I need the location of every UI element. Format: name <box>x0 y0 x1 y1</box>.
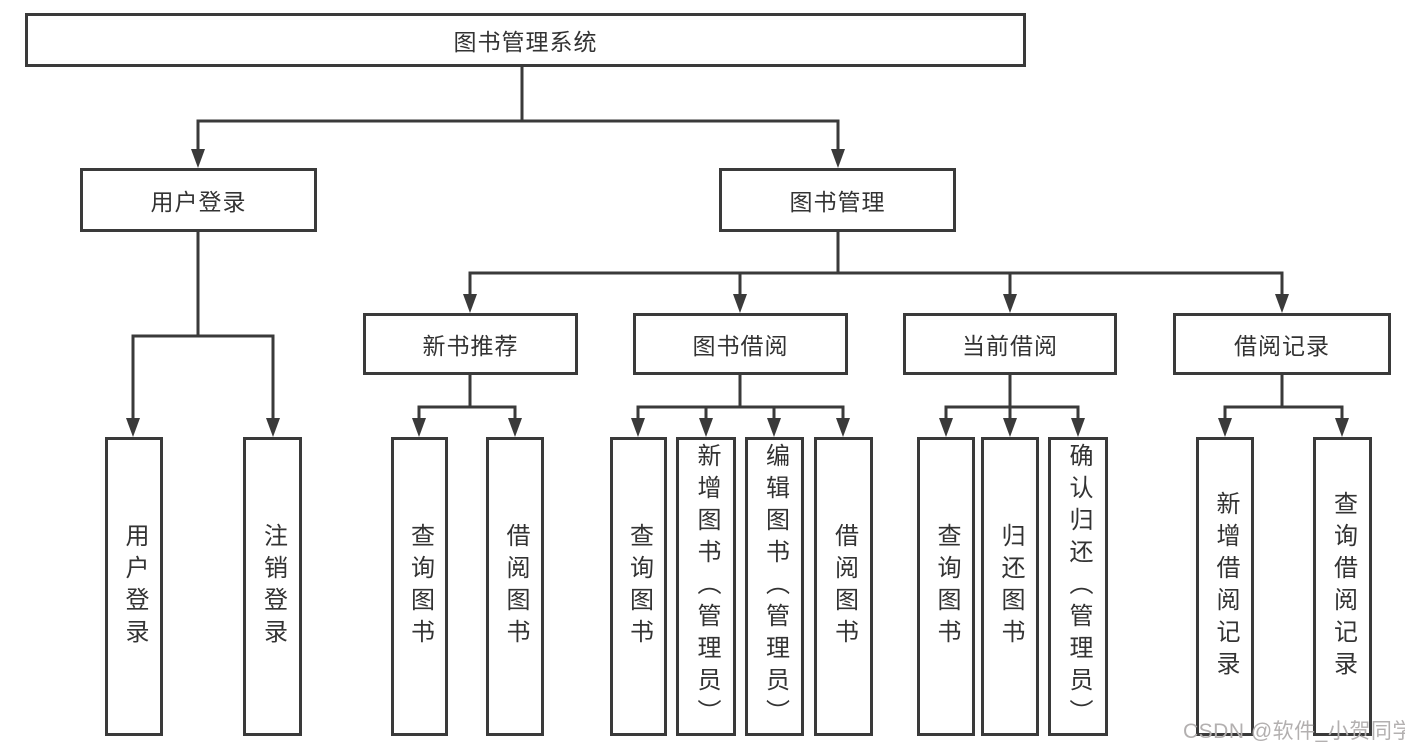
connector-current-borrowing-children <box>944 371 1080 422</box>
csdn-watermark: CSDN @软件_小贺同学 <box>1183 720 1405 743</box>
node-user-login-leaf: 用户登录 <box>105 437 163 736</box>
arrowhead <box>191 149 205 168</box>
node-query-books-borrowing: 查询图书 <box>610 437 667 736</box>
node-add-borrow-record: 新增借阅记录 <box>1196 437 1254 736</box>
arrowhead <box>1275 294 1289 313</box>
node-label: 编辑图书（管理员） <box>761 442 789 731</box>
node-add-book-admin: 新增图书（管理员） <box>676 437 736 736</box>
arrowhead <box>831 149 845 168</box>
node-logout: 注销登录 <box>243 437 302 736</box>
arrowhead <box>836 418 850 437</box>
node-return-books: 归还图书 <box>981 437 1039 736</box>
node-new-book-recommendation: 新书推荐 <box>363 313 578 375</box>
node-confirm-return-admin: 确认归还（管理员） <box>1048 437 1108 736</box>
node-borrow-books-borrowing: 借阅图书 <box>814 437 873 736</box>
node-label: 借阅图书 <box>830 522 858 651</box>
node-label: 用户登录 <box>121 522 148 651</box>
node-query-books-current: 查询图书 <box>917 437 975 736</box>
node-label: 新增借阅记录 <box>1212 490 1239 683</box>
arrowhead <box>412 418 426 437</box>
node-borrow-books-recommend: 借阅图书 <box>486 437 544 736</box>
node-label: 当前借阅 <box>962 333 1058 359</box>
node-label: 借阅记录 <box>1234 333 1330 359</box>
node-label: 注销登录 <box>259 522 287 651</box>
node-book-management: 图书管理 <box>719 168 956 232</box>
node-label: 查询图书 <box>406 522 434 651</box>
connector-book-management-children <box>468 230 1284 298</box>
node-label: 图书管理 <box>789 189 886 215</box>
arrowhead <box>767 418 781 437</box>
node-label: 归还图书 <box>997 522 1024 651</box>
arrowhead <box>1003 418 1017 437</box>
arrowhead <box>1003 294 1017 313</box>
node-library-management-system: 图书管理系统 <box>25 13 1026 67</box>
node-label: 新书推荐 <box>422 333 519 359</box>
node-edit-book-admin: 编辑图书（管理员） <box>745 437 804 736</box>
arrowhead <box>266 418 280 437</box>
connector-borrowing-records-children <box>1223 371 1344 422</box>
connector-book-borrowing-children <box>636 371 845 422</box>
node-label: 图书管理系统 <box>453 29 598 55</box>
node-label: 用户登录 <box>150 189 247 215</box>
arrowhead <box>1071 418 1085 437</box>
arrowhead <box>699 418 713 437</box>
arrowhead <box>631 418 645 437</box>
node-label: 查询图书 <box>625 522 653 651</box>
arrowhead <box>463 294 477 313</box>
node-label: 借阅图书 <box>502 522 529 651</box>
connector-new-book-children <box>417 371 517 422</box>
node-query-borrow-record: 查询借阅记录 <box>1313 437 1372 736</box>
node-borrowing-records: 借阅记录 <box>1173 313 1391 375</box>
arrowhead <box>126 418 140 437</box>
arrowhead <box>733 294 747 313</box>
node-label: 查询图书 <box>933 522 960 651</box>
connector-user-login-children <box>131 230 275 422</box>
node-user-login: 用户登录 <box>80 168 317 232</box>
node-book-borrowing: 图书借阅 <box>633 313 848 375</box>
node-current-borrowing: 当前借阅 <box>903 313 1117 375</box>
arrowhead <box>939 418 953 437</box>
arrowhead <box>1218 418 1232 437</box>
arrowhead <box>508 418 522 437</box>
node-label: 查询借阅记录 <box>1329 490 1357 683</box>
node-label: 新增图书（管理员） <box>693 442 720 731</box>
node-label: 图书借阅 <box>692 333 789 359</box>
node-query-books-recommend: 查询图书 <box>391 437 448 736</box>
arrowhead <box>1335 418 1349 437</box>
node-label: 确认归还（管理员） <box>1065 442 1092 731</box>
connector-root-to-level2 <box>196 65 840 153</box>
